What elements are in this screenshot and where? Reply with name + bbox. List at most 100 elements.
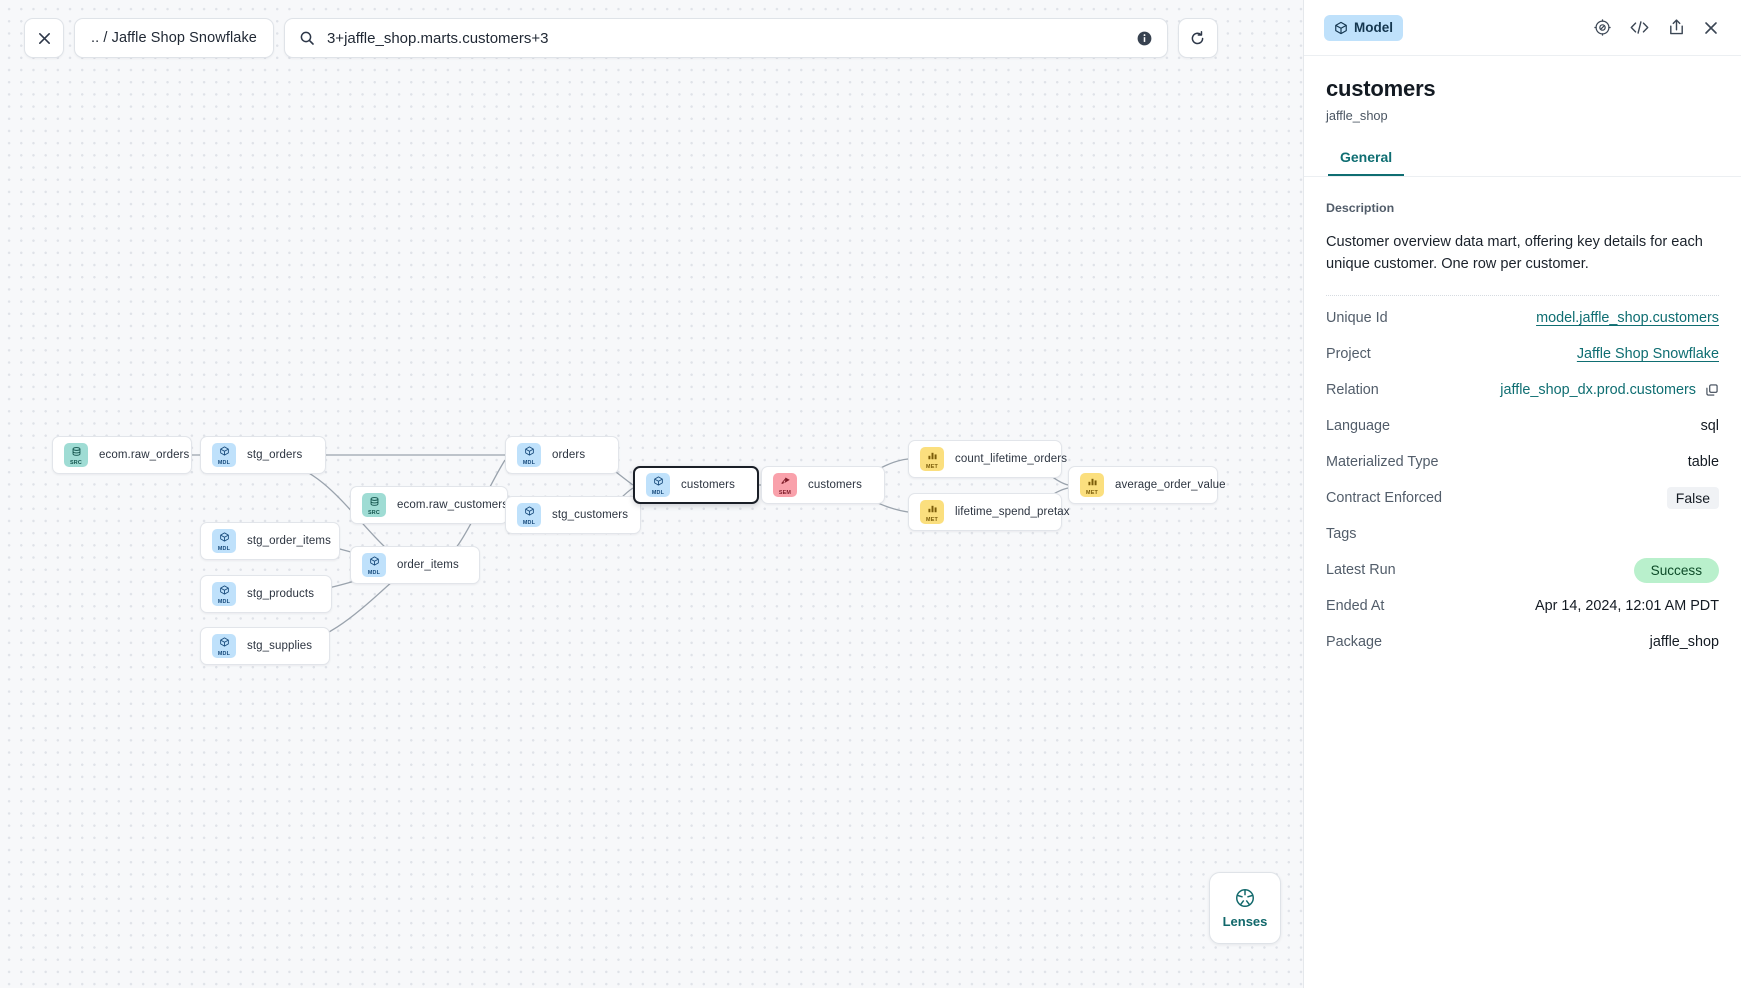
graph-node-orders[interactable]: MDL orders — [505, 436, 619, 474]
breadcrumb[interactable]: .. / Jaffle Shop Snowflake — [74, 18, 274, 58]
property-key: Project — [1326, 346, 1371, 363]
graph-node-stg_customers[interactable]: MDL stg_customers — [505, 496, 641, 534]
mdl-badge-icon: MDL — [362, 553, 386, 577]
graph-node-stg_products[interactable]: MDL stg_products — [200, 575, 332, 613]
graph-node-stg_order_items[interactable]: MDL stg_order_items — [200, 522, 340, 560]
property-value: jaffle_shop — [1649, 634, 1719, 651]
graph-node-stg_supplies[interactable]: MDL stg_supplies — [200, 627, 330, 665]
met-badge-icon: MET — [920, 500, 944, 524]
description-label: Description — [1326, 201, 1395, 215]
property-key: Unique Id — [1326, 310, 1388, 327]
graph-node-average_order_value[interactable]: MET average_order_value — [1068, 466, 1225, 504]
close-icon[interactable] — [1703, 20, 1719, 36]
description-text: Customer overview data mart, offering ke… — [1326, 234, 1703, 273]
property-row: Language sql — [1326, 408, 1719, 444]
sem-badge-icon: SEM — [773, 473, 797, 497]
property-key: Language — [1326, 418, 1391, 435]
property-row: Ended At Apr 14, 2024, 12:01 AM PDT — [1326, 588, 1719, 624]
close-lineage-button[interactable] — [24, 18, 64, 58]
property-value[interactable]: Jaffle Shop Snowflake — [1577, 346, 1719, 362]
src-badge-icon: SRC — [64, 443, 88, 467]
graph-node-label: stg_products — [247, 588, 315, 600]
property-row: Tags — [1326, 516, 1719, 552]
graph-node-label: orders — [552, 449, 586, 461]
graph-node-label: stg_orders — [247, 449, 303, 461]
property-key: Contract Enforced — [1326, 490, 1442, 507]
mdl-badge-icon: MDL — [212, 582, 236, 606]
property-key: Tags — [1326, 526, 1357, 543]
property-row: Contract Enforced False — [1326, 480, 1719, 516]
property-value: False — [1666, 487, 1719, 510]
graph-node-label: average_order_value — [1115, 479, 1226, 491]
graph-node-lifetime_spend_pretax[interactable]: MET lifetime_spend_pretax — [908, 493, 1070, 531]
cube-icon — [1334, 21, 1348, 35]
graph-node-label: stg_order_items — [247, 535, 331, 547]
panel-header: customers jaffle_shop — [1304, 56, 1741, 123]
code-icon[interactable] — [1629, 18, 1650, 37]
graph-node-customers_semantic[interactable]: SEM customers — [761, 466, 885, 504]
graph-node-label: lifetime_spend_pretax — [955, 506, 1070, 518]
share-icon[interactable] — [1667, 18, 1686, 37]
graph-node-order_items[interactable]: MDL order_items — [350, 546, 480, 584]
met-badge-icon: MET — [1080, 473, 1104, 497]
canvas-toolbar: .. / Jaffle Shop Snowflake 3+jaffle_shop… — [24, 18, 1218, 58]
graph-node-label: stg_customers — [552, 509, 629, 521]
mdl-badge-icon: MDL — [646, 473, 670, 497]
copy-icon[interactable] — [1705, 383, 1719, 397]
lineage-canvas[interactable]: .. / Jaffle Shop Snowflake 3+jaffle_shop… — [0, 0, 1303, 988]
graph-node-label: ecom.raw_customers — [397, 499, 509, 511]
property-row: Latest Run Success — [1326, 552, 1719, 588]
property-key: Relation — [1326, 382, 1379, 399]
refresh-icon — [1189, 30, 1206, 47]
property-key: Package — [1326, 634, 1383, 651]
node-type-label: Model — [1354, 20, 1393, 35]
status-badge: Success — [1633, 557, 1719, 583]
lenses-button[interactable]: Lenses — [1209, 872, 1281, 944]
graph-node-label: count_lifetime_orders — [955, 453, 1068, 465]
details-panel: Model — [1303, 0, 1741, 988]
info-icon[interactable] — [1136, 30, 1153, 47]
relation-value: jaffle_shop_dx.prod.customers — [1500, 382, 1696, 399]
panel-tabs: General — [1304, 149, 1741, 177]
property-key: Ended At — [1326, 598, 1385, 615]
mdl-badge-icon: MDL — [212, 529, 236, 553]
page-title: customers — [1326, 76, 1436, 101]
property-row: Unique Id model.jaffle_shop.customers — [1326, 300, 1719, 336]
property-row: Package jaffle_shop — [1326, 624, 1719, 660]
graph-node-ecom_raw_customers[interactable]: SRC ecom.raw_customers — [350, 486, 508, 524]
property-value: sql — [1700, 418, 1719, 435]
property-link[interactable]: model.jaffle_shop.customers — [1536, 310, 1719, 327]
mdl-badge-icon: MDL — [517, 443, 541, 467]
panel-body: Description Customer overview data mart,… — [1304, 177, 1741, 660]
property-row: Relation jaffle_shop_dx.prod.customers — [1326, 372, 1719, 408]
property-value: Apr 14, 2024, 12:01 AM PDT — [1535, 598, 1719, 615]
src-badge-icon: SRC — [362, 493, 386, 517]
search-query-text: 3+jaffle_shop.marts.customers+3 — [326, 29, 549, 47]
graph-node-label: order_items — [397, 559, 459, 571]
focus-icon[interactable] — [1593, 18, 1612, 37]
property-value: Success — [1633, 557, 1719, 583]
property-key: Materialized Type — [1326, 454, 1439, 471]
refresh-button[interactable] — [1177, 18, 1218, 58]
property-link[interactable]: Jaffle Shop Snowflake — [1576, 346, 1719, 363]
mdl-badge-icon: MDL — [517, 503, 541, 527]
property-value[interactable]: jaffle_shop_dx.prod.customers — [1500, 382, 1719, 398]
mdl-badge-icon: MDL — [212, 634, 236, 658]
aperture-icon — [1234, 887, 1256, 909]
tab-general[interactable]: General — [1328, 149, 1405, 176]
property-value[interactable]: model.jaffle_shop.customers — [1536, 310, 1719, 326]
divider — [1326, 295, 1719, 297]
property-key: Latest Run — [1326, 562, 1396, 579]
search-input[interactable]: 3+jaffle_shop.marts.customers+3 — [283, 18, 1168, 58]
breadcrumb-label: .. / Jaffle Shop Snowflake — [91, 30, 257, 46]
graph-node-label: stg_supplies — [247, 640, 313, 652]
graph-node-label: customers — [808, 479, 862, 491]
